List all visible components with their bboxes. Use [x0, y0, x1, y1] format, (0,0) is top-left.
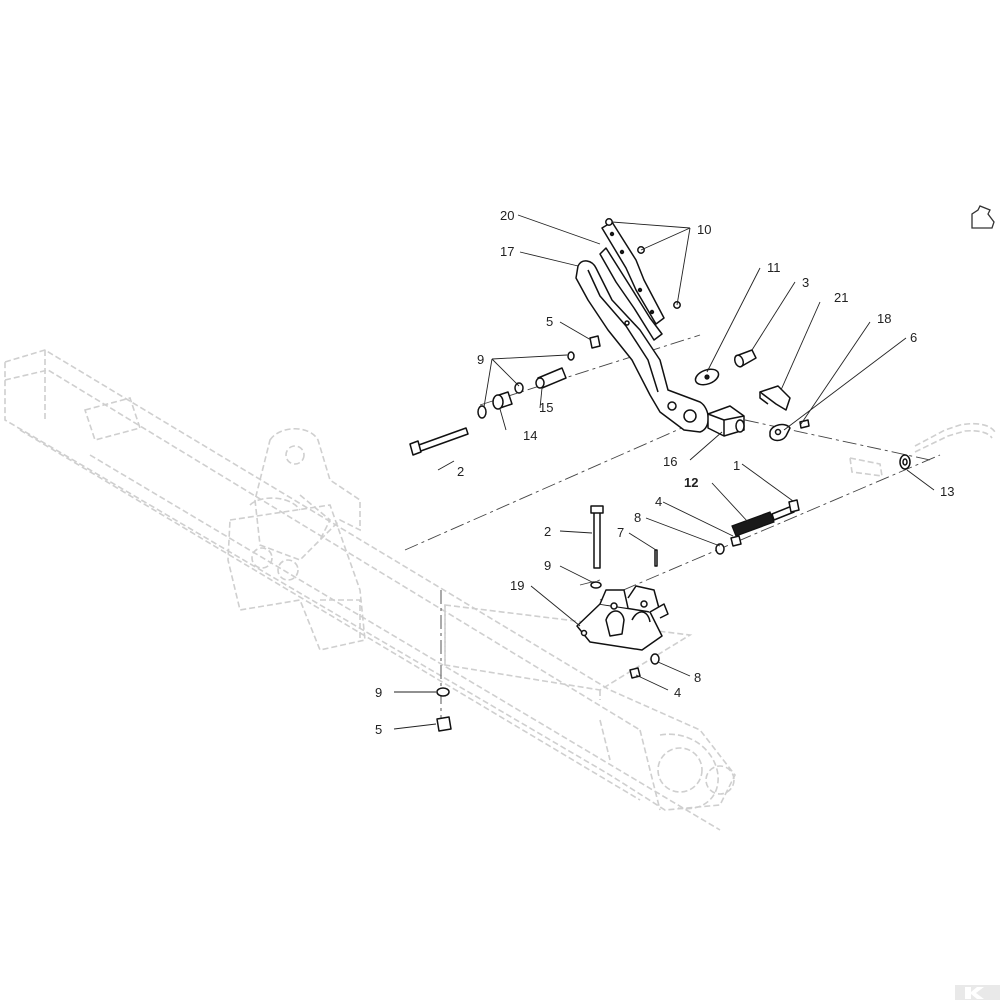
link-plate-part-6 — [769, 423, 791, 442]
pin-part-7 — [654, 549, 658, 567]
callout-4-lower: 4 — [674, 685, 681, 700]
washer-part-9-mid — [514, 382, 524, 394]
hitch-bracket-ghost — [227, 428, 366, 651]
callout-2-upper: 2 — [457, 464, 464, 479]
washer-part-9-right — [567, 351, 575, 361]
cable-end-ghost — [849, 422, 996, 477]
washer-part-11 — [694, 368, 720, 386]
nut-part-5-bottom — [436, 716, 452, 732]
nut-part-4-upper — [730, 535, 742, 547]
callout-5-bottom: 5 — [375, 722, 382, 737]
callout-18: 18 — [877, 311, 891, 326]
callout-1: 1 — [733, 458, 740, 473]
callout-labels: 20 17 10 5 9 14 15 2 11 3 21 18 6 16 13 … — [375, 208, 954, 737]
washer-part-8-upper — [715, 543, 725, 555]
flat-bar-part-20 — [599, 221, 665, 341]
callout-12: 12 — [684, 475, 698, 490]
callout-17: 17 — [500, 244, 514, 259]
callout-4-upper: 4 — [655, 494, 662, 509]
washer-part-9-bottom — [436, 687, 450, 697]
callout-2-lower: 2 — [544, 524, 551, 539]
sleeve-part-15 — [535, 367, 567, 389]
callout-20: 20 — [500, 208, 514, 223]
small-washer-upper — [624, 320, 630, 326]
callout-21: 21 — [834, 290, 848, 305]
main-beam-ghost — [4, 349, 736, 831]
bolt-part-2-upper — [409, 427, 469, 456]
bolt-part-2-lower — [590, 505, 604, 569]
bushing-part-14 — [492, 391, 513, 410]
callout-6: 6 — [910, 330, 917, 345]
assembly-axis-lines — [404, 334, 941, 720]
lever-arm-part-17 — [575, 260, 709, 433]
callout-9-lower: 9 — [544, 558, 551, 573]
callout-9-bottom: 9 — [375, 685, 382, 700]
callout-11: 11 — [767, 260, 781, 275]
page-arrow-icon — [971, 205, 995, 229]
callout-13: 13 — [940, 484, 954, 499]
shoulder-bolt-part-3 — [733, 349, 757, 368]
clip-part-21 — [759, 385, 791, 411]
callout-14: 14 — [523, 428, 537, 443]
callout-3: 3 — [802, 275, 809, 290]
bolt-part-1 — [771, 499, 800, 521]
nut-part-13 — [899, 454, 911, 470]
leader-lines — [393, 214, 935, 730]
callout-9-upper: 9 — [477, 352, 484, 367]
bracket-part-19 — [576, 585, 669, 651]
callout-19: 19 — [510, 578, 524, 593]
callout-5-upper: 5 — [546, 314, 553, 329]
callout-8-upper: 8 — [634, 510, 641, 525]
brand-logo-icon — [955, 985, 1000, 1000]
callout-7: 7 — [617, 525, 624, 540]
clevis-part-16 — [707, 405, 745, 437]
nut-part-5-upper — [589, 335, 601, 349]
washer-part-9-left — [477, 405, 487, 419]
callout-16: 16 — [663, 454, 677, 469]
callout-8-lower: 8 — [694, 670, 701, 685]
callout-15: 15 — [539, 400, 553, 415]
washer-part-8-lower — [650, 653, 660, 665]
callout-10: 10 — [697, 222, 711, 237]
spring-part-12 — [731, 511, 775, 537]
washer-part-9-lower — [590, 581, 602, 589]
